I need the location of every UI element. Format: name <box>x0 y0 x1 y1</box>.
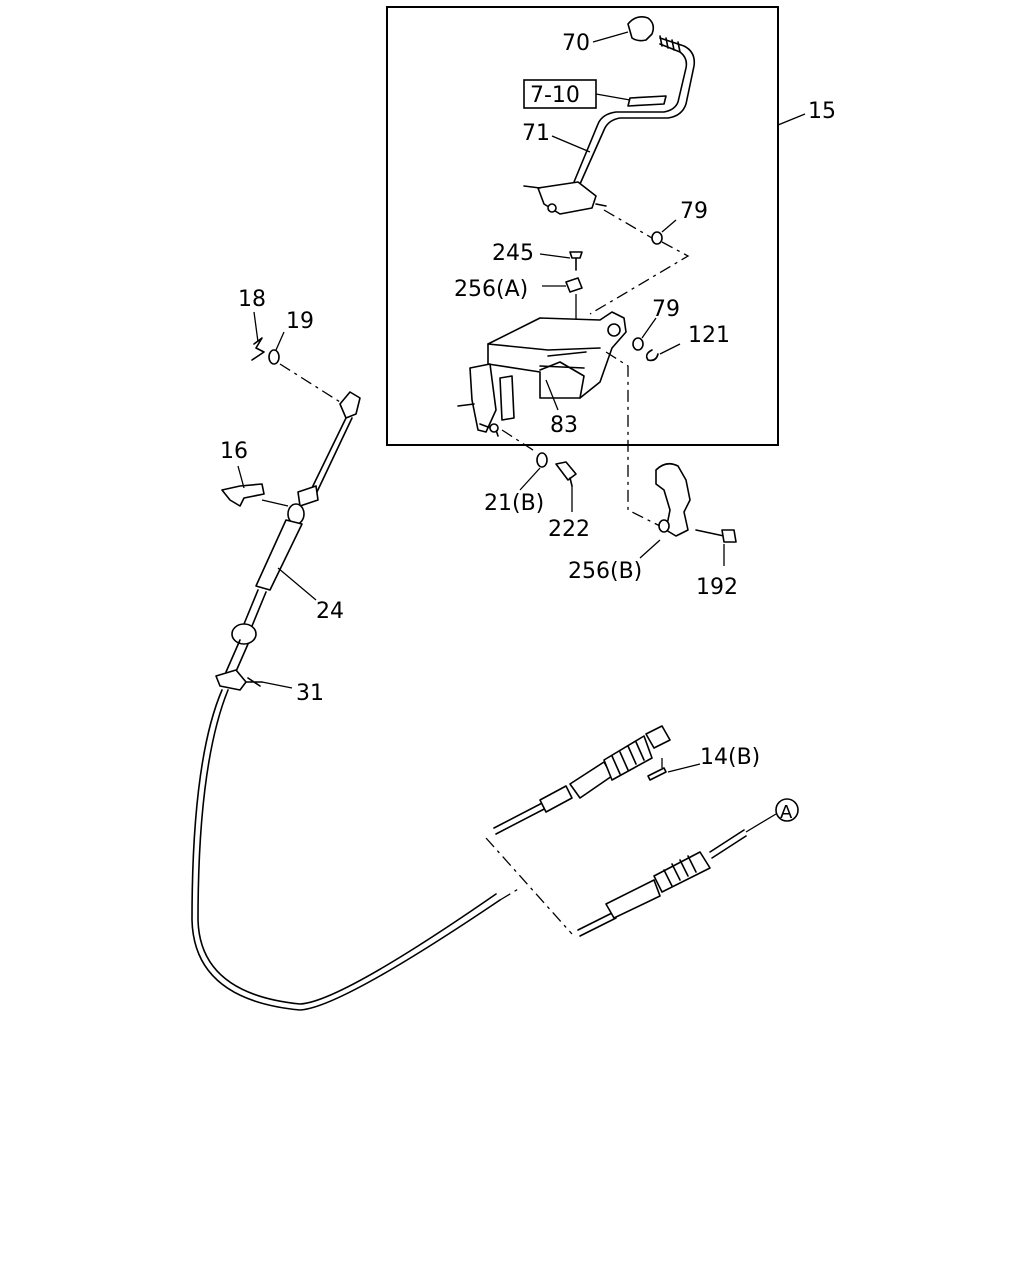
bolt-222[interactable] <box>555 461 577 487</box>
washer-79-upper[interactable] <box>651 231 663 245</box>
cable-sweep <box>191 689 501 1011</box>
bracket-assembly-83[interactable] <box>457 311 627 437</box>
cable-end-upper[interactable] <box>493 725 671 835</box>
clip-16[interactable] <box>221 483 265 507</box>
callout-83[interactable]: 83 <box>550 413 578 438</box>
clip-121[interactable] <box>645 349 659 362</box>
callout-222[interactable]: 222 <box>548 517 590 542</box>
callout-70[interactable]: 70 <box>562 31 590 56</box>
bolt-245[interactable] <box>569 251 583 271</box>
bolt-192[interactable] <box>695 529 737 543</box>
callout-7-10[interactable]: 7-10 <box>530 83 580 108</box>
washer-21b[interactable] <box>536 452 548 468</box>
bell-crank-part[interactable] <box>655 462 691 537</box>
nut-256a[interactable] <box>565 277 583 293</box>
callout-79-lower[interactable]: 79 <box>652 297 680 322</box>
grommet-31[interactable] <box>215 669 263 691</box>
assembly-frame <box>386 6 779 446</box>
callout-79-upper[interactable]: 79 <box>680 199 708 224</box>
callout-245[interactable]: 245 <box>492 241 534 266</box>
callout-192[interactable]: 192 <box>696 575 738 600</box>
callout-121[interactable]: 121 <box>688 323 730 348</box>
washer-79-lower[interactable] <box>632 337 644 351</box>
callout-14b[interactable]: 14(B) <box>700 745 760 770</box>
callout-24[interactable]: 24 <box>316 599 344 624</box>
callout-19[interactable]: 19 <box>286 309 314 334</box>
shift-lever-part[interactable] <box>523 35 696 215</box>
washer-19[interactable] <box>268 349 280 365</box>
callout-16[interactable]: 16 <box>220 439 248 464</box>
cable-end-lower[interactable] <box>577 829 747 937</box>
pin-14b[interactable] <box>647 767 667 781</box>
ref-circle-a <box>775 798 799 822</box>
callout-256b[interactable]: 256(B) <box>568 559 642 584</box>
callout-21b[interactable]: 21(B) <box>484 491 544 516</box>
clip-18[interactable] <box>251 337 265 361</box>
callout-31[interactable]: 31 <box>296 681 324 706</box>
callout-a[interactable]: A <box>780 802 793 823</box>
control-cable-24[interactable] <box>225 391 361 677</box>
callout-15[interactable]: 15 <box>808 99 836 124</box>
shift-knob-part[interactable] <box>627 16 655 42</box>
callout-256a[interactable]: 256(A) <box>454 277 528 302</box>
callout-18[interactable]: 18 <box>238 287 266 312</box>
callout-71[interactable]: 71 <box>522 121 550 146</box>
